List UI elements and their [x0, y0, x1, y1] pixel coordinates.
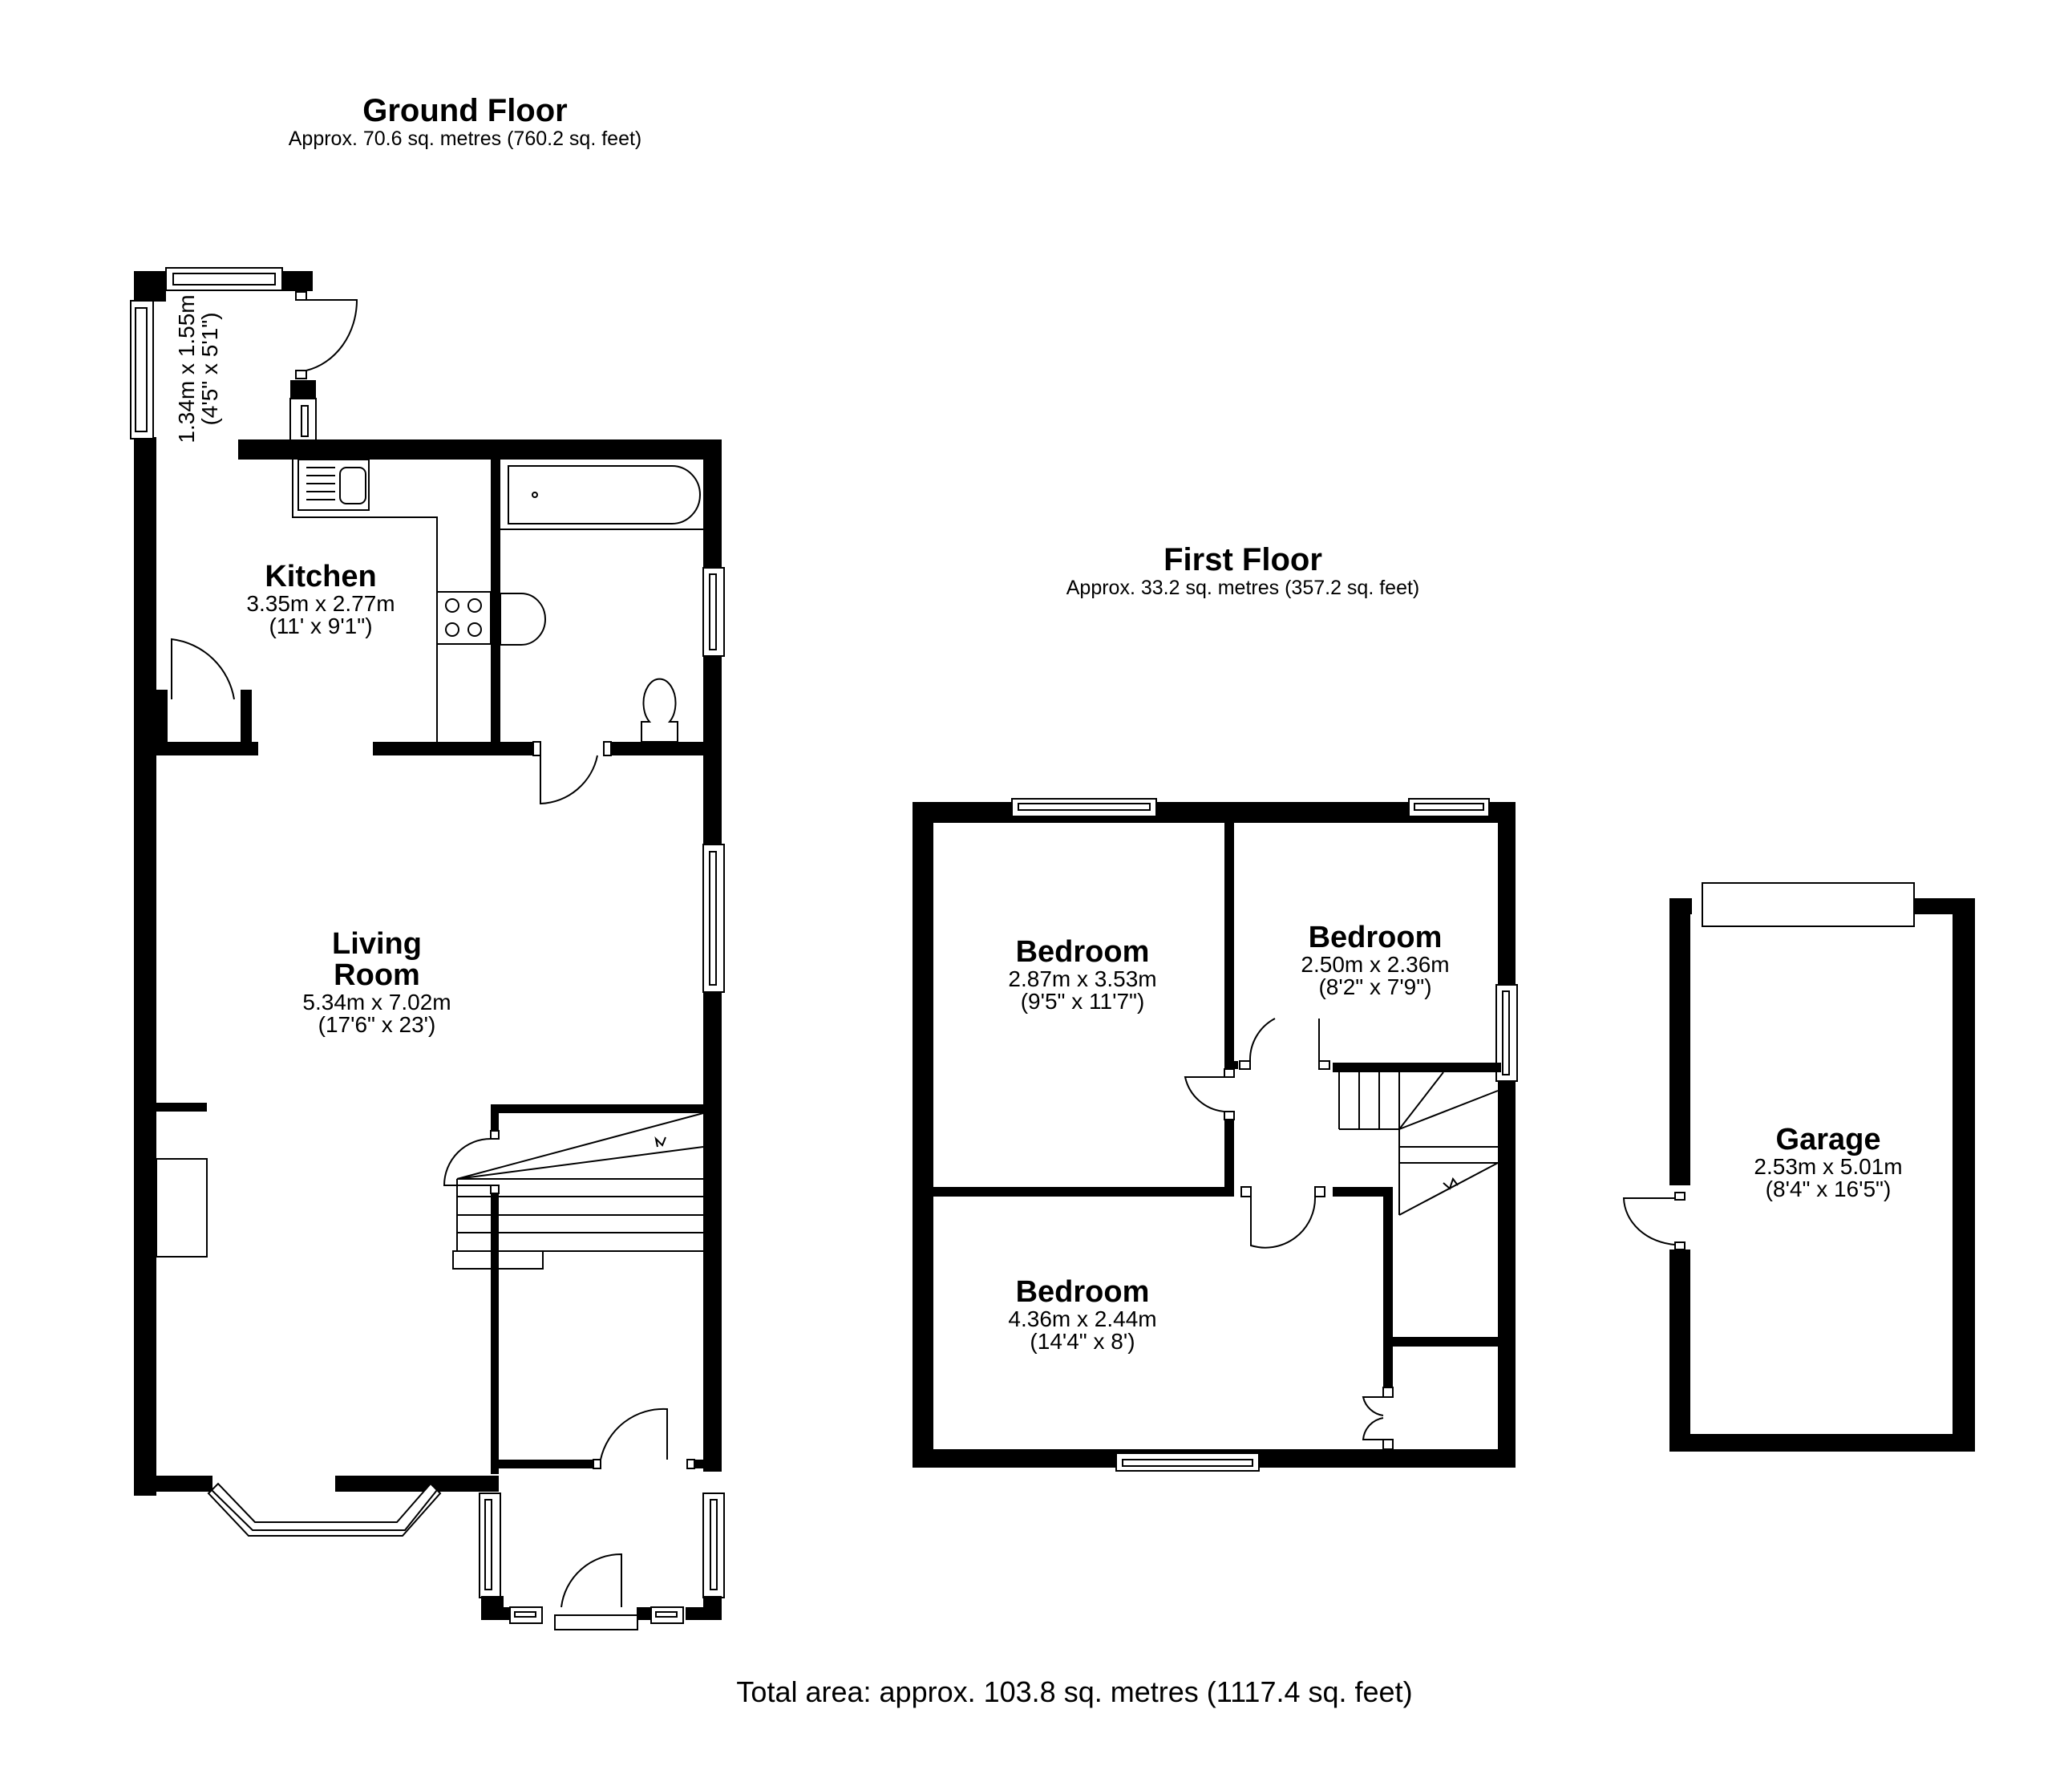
rear-porch-label: 1.34m x 1.55m (4'5" x 5'1"): [174, 289, 223, 449]
room-dimensions-imperial: (8'4" x 16'5"): [1765, 1177, 1892, 1202]
door-swing-icon: [593, 1407, 695, 1469]
first-floor-area: Approx. 33.2 sq. metres (357.2 sq. feet): [1066, 576, 1420, 599]
room-dimensions-metric: 2.87m x 3.53m: [1008, 966, 1157, 991]
ground-floor-plan: [130, 267, 725, 1630]
window-icon: [165, 267, 283, 291]
window-icon: [702, 1493, 725, 1598]
first-floor-plan: [913, 798, 1518, 1472]
window-icon: [479, 1493, 501, 1598]
room-dimensions-imperial: (9'5" x 11'7"): [1020, 989, 1145, 1015]
room-dimensions-imperial: (14'4" x 8'): [1030, 1329, 1135, 1355]
basin-icon: [500, 593, 546, 646]
room-dimensions-metric: 3.35m x 2.77m: [246, 590, 395, 616]
stairs-icon: [1338, 1071, 1499, 1216]
window-icon: [1011, 798, 1157, 817]
bath-icon: [500, 465, 703, 530]
hob-icon: [436, 591, 492, 645]
room-name: Garage: [1775, 1123, 1881, 1156]
door-swing-icon: [295, 291, 358, 379]
window-icon: [289, 398, 317, 444]
first-floor-heading: First Floor Approx. 33.2 sq. metres (357…: [1018, 544, 1467, 598]
cupboard-double-door-icon: [1362, 1387, 1394, 1450]
ground-floor-heading: Ground Floor Approx. 70.6 sq. metres (76…: [241, 95, 690, 149]
stairs-icon: [452, 1112, 704, 1270]
first-floor-title: First Floor: [1163, 542, 1322, 577]
total-area: Total area: approx. 103.8 sq. metres (11…: [736, 1675, 1413, 1708]
room-label-bedroom-3: Bedroom 4.36m x 2.44m (14'4" x 8'): [974, 1277, 1191, 1354]
room-dimensions-metric: 5.34m x 7.02m: [302, 989, 451, 1015]
room-label-kitchen: Kitchen 3.35m x 2.77m (11' x 9'1"): [217, 561, 425, 638]
room-label-bedroom-1: Bedroom 2.87m x 3.53m (9'5" x 11'7"): [974, 937, 1191, 1014]
front-door-icon: [554, 1553, 638, 1630]
room-dimensions-metric: 1.34m x 1.55m: [174, 294, 199, 444]
room-label-living-room: Living Room 5.34m x 7.02m (17'6" x 23'): [265, 929, 489, 1037]
door-swing-icon: [1240, 1186, 1325, 1249]
room-name: Bedroom: [1015, 935, 1150, 969]
ground-floor-title: Ground Floor: [362, 93, 568, 128]
room-label-bedroom-2: Bedroom 2.50m x 2.36m (8'2" x 7'9"): [1267, 922, 1483, 999]
bay-window-icon: [207, 1482, 442, 1537]
room-name: Room: [334, 958, 420, 992]
room-name: Bedroom: [1308, 921, 1443, 954]
room-dimensions-metric: 4.36m x 2.44m: [1008, 1306, 1157, 1331]
door-swing-icon: [443, 1130, 500, 1194]
window-icon: [702, 567, 725, 657]
room-dimensions-imperial: (4'5" x 5'1"): [197, 312, 223, 426]
room-name: Kitchen: [265, 560, 377, 593]
door-swing-icon: [1184, 1068, 1235, 1120]
door-swing-icon: [171, 638, 235, 700]
door-swing-icon: [1239, 1018, 1330, 1070]
room-name: Living: [332, 927, 422, 961]
toilet-icon: [641, 678, 678, 743]
room-dimensions-imperial: (8'2" x 7'9"): [1318, 974, 1432, 1000]
room-dimensions-imperial: (11' x 9'1"): [269, 614, 373, 639]
room-dimensions-imperial: (17'6" x 23'): [318, 1012, 436, 1038]
room-dimensions-metric: 2.53m x 5.01m: [1754, 1153, 1903, 1179]
room-name: Bedroom: [1015, 1275, 1150, 1309]
window-icon: [509, 1606, 543, 1624]
window-icon: [702, 844, 725, 993]
garage-plan: [1622, 882, 1975, 1452]
room-dimensions-metric: 2.50m x 2.36m: [1301, 951, 1450, 977]
window-icon: [650, 1606, 684, 1624]
room-label-garage: Garage 2.53m x 5.01m (8'4" x 16'5"): [1716, 1124, 1940, 1201]
door-swing-icon: [532, 741, 612, 805]
door-swing-icon: [1622, 1192, 1686, 1250]
window-icon: [130, 300, 154, 439]
ground-floor-area: Approx. 70.6 sq. metres (760.2 sq. feet): [288, 127, 642, 150]
window-icon: [1408, 798, 1490, 817]
window-icon: [1115, 1452, 1260, 1472]
garage-door-icon: [1702, 882, 1915, 927]
